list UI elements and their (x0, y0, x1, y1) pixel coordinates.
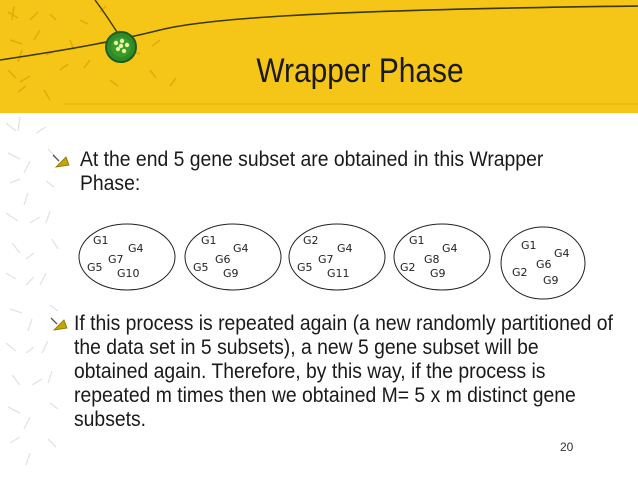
gene-label: G1 (93, 234, 109, 247)
gene-label: G4 (128, 242, 144, 255)
gene-label: G4 (337, 242, 353, 255)
gene-label: G9 (223, 267, 239, 280)
gene-label: G1 (409, 234, 425, 247)
gene-label: G2 (400, 261, 416, 274)
gene-label: G4 (442, 242, 458, 255)
left-decoration (0, 113, 62, 478)
gene-cluster: G1 G4 G7 G5 G10 (77, 222, 177, 292)
gene-label: G8 (424, 253, 440, 266)
bullet-icon (50, 317, 68, 331)
gene-label: G9 (430, 267, 446, 280)
slide-logo-icon (105, 31, 137, 63)
gene-label: G6 (215, 253, 231, 266)
gene-cluster: G1 G4 G6 G5 G9 (183, 222, 283, 292)
bullet-icon (52, 154, 70, 168)
gene-label: G6 (536, 258, 552, 271)
gene-label: G4 (554, 247, 570, 260)
gene-label: G1 (521, 239, 537, 252)
gene-label: G5 (87, 261, 103, 274)
gene-label: G11 (327, 267, 350, 280)
gene-label: G5 (297, 261, 313, 274)
slide-title: Wrapper Phase (256, 52, 464, 90)
gene-cluster: G1 G4 G8 G2 G9 (392, 222, 492, 292)
gene-label: G7 (108, 253, 124, 266)
gene-label: G1 (201, 234, 217, 247)
gene-label: G5 (193, 261, 209, 274)
gene-label: G4 (233, 242, 249, 255)
gene-label: G10 (117, 267, 140, 280)
gene-label: G2 (512, 266, 528, 279)
gene-cluster: G1 G4 G6 G2 G9 (500, 226, 586, 300)
header-decoration (0, 0, 638, 113)
gene-label: G2 (303, 234, 319, 247)
header-band (0, 0, 638, 113)
gene-cluster: G2 G4 G7 G5 G11 (287, 222, 387, 292)
bullet-text-2: If this process is repeated again (a new… (74, 311, 613, 431)
gene-label: G9 (543, 274, 559, 287)
page-number: 20 (560, 440, 574, 454)
gene-label: G7 (318, 253, 334, 266)
bullet-text-1: At the end 5 gene subset are obtained in… (80, 147, 544, 195)
